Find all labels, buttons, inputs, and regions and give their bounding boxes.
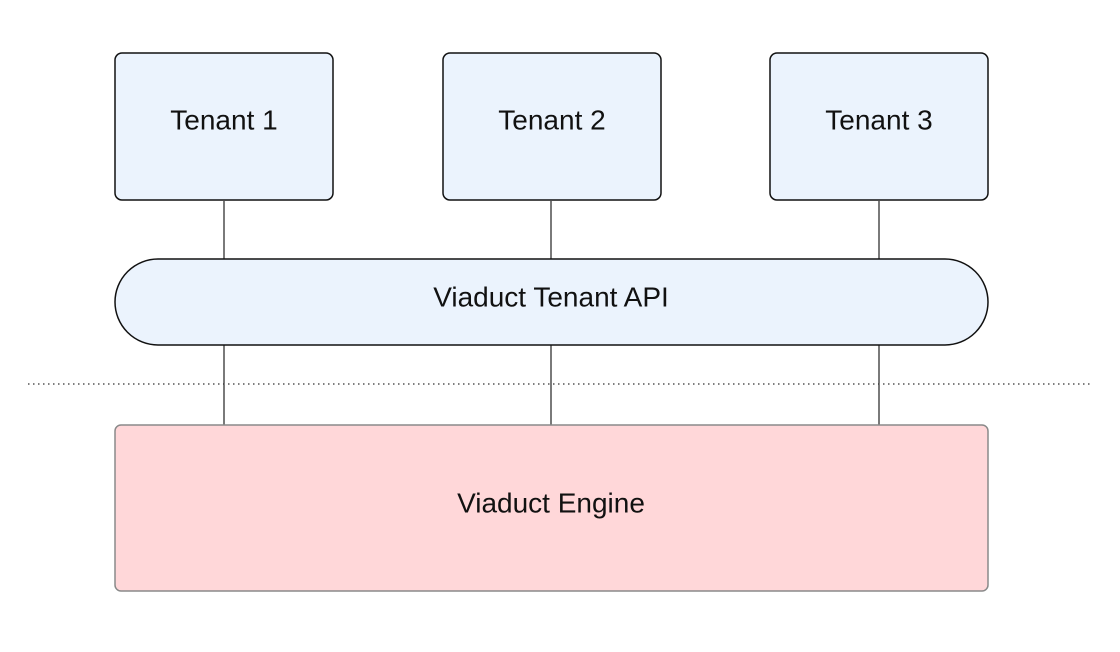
tenant-label-1: Tenant 1 <box>170 104 277 135</box>
tenant-api-label: Viaduct Tenant API <box>433 281 669 312</box>
tenant-label-2: Tenant 2 <box>498 104 605 135</box>
tenant-label-3: Tenant 3 <box>825 104 932 135</box>
tenant-api-connectors <box>223 201 880 259</box>
engine-box: Viaduct Engine <box>114 424 989 592</box>
engine-label: Viaduct Engine <box>457 487 645 518</box>
tenant-box-3: Tenant 3 <box>769 52 989 201</box>
tenant-api-box: Viaduct Tenant API <box>114 258 989 346</box>
api-engine-connectors <box>223 345 880 425</box>
tenant-box-1: Tenant 1 <box>114 52 334 201</box>
tenant-box-2: Tenant 2 <box>442 52 662 201</box>
